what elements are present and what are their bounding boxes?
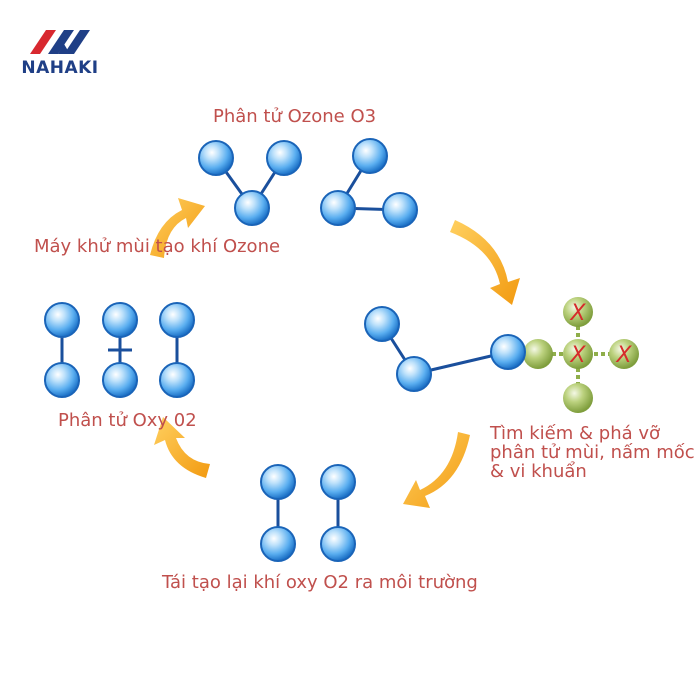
ozone-molecule-left (198, 140, 302, 226)
oxygen-molecules-bottom (260, 464, 356, 562)
cross-marks: X X X (569, 301, 632, 368)
brand-mark-icon (30, 30, 90, 54)
brand-name: NAHAKI (21, 58, 99, 78)
regenerate-label: Tái tạo lại khí oxy O2 ra môi trường (162, 572, 478, 593)
brand-logo: NAHAKI (14, 24, 106, 80)
oxygen-molecules-left (44, 302, 195, 398)
cross-mark-icon: X (569, 343, 586, 368)
destroy-label-line-1: Tìm kiếm & phá vỡ (490, 423, 661, 444)
destroy-label-line-3: & vi khuẩn (490, 461, 587, 482)
destroy-label: Tìm kiếm & phá vỡ phân tử mùi, nấm mốc &… (490, 424, 695, 481)
arrow-destroy-to-regenerate (403, 432, 470, 508)
cross-mark-icon: X (615, 343, 632, 368)
ozone-label: Phân tử Ozone O3 (213, 106, 377, 127)
oxygen-label: Phân tử Oxy 02 (58, 410, 197, 431)
arrow-regenerate-to-oxygen (154, 417, 210, 478)
destroy-label-line-2: phân tử mùi, nấm mốc (490, 442, 695, 463)
cross-mark-icon: X (569, 301, 586, 326)
generator-label: Máy khử mùi tạo khí Ozone (34, 236, 281, 257)
ozone-attacking-molecule (364, 306, 509, 392)
arrow-ozone-to-destroy (450, 220, 520, 305)
arrow-generator-to-ozone (150, 198, 205, 258)
germ-molecule (523, 297, 639, 413)
ozone-molecule-right (320, 138, 418, 228)
